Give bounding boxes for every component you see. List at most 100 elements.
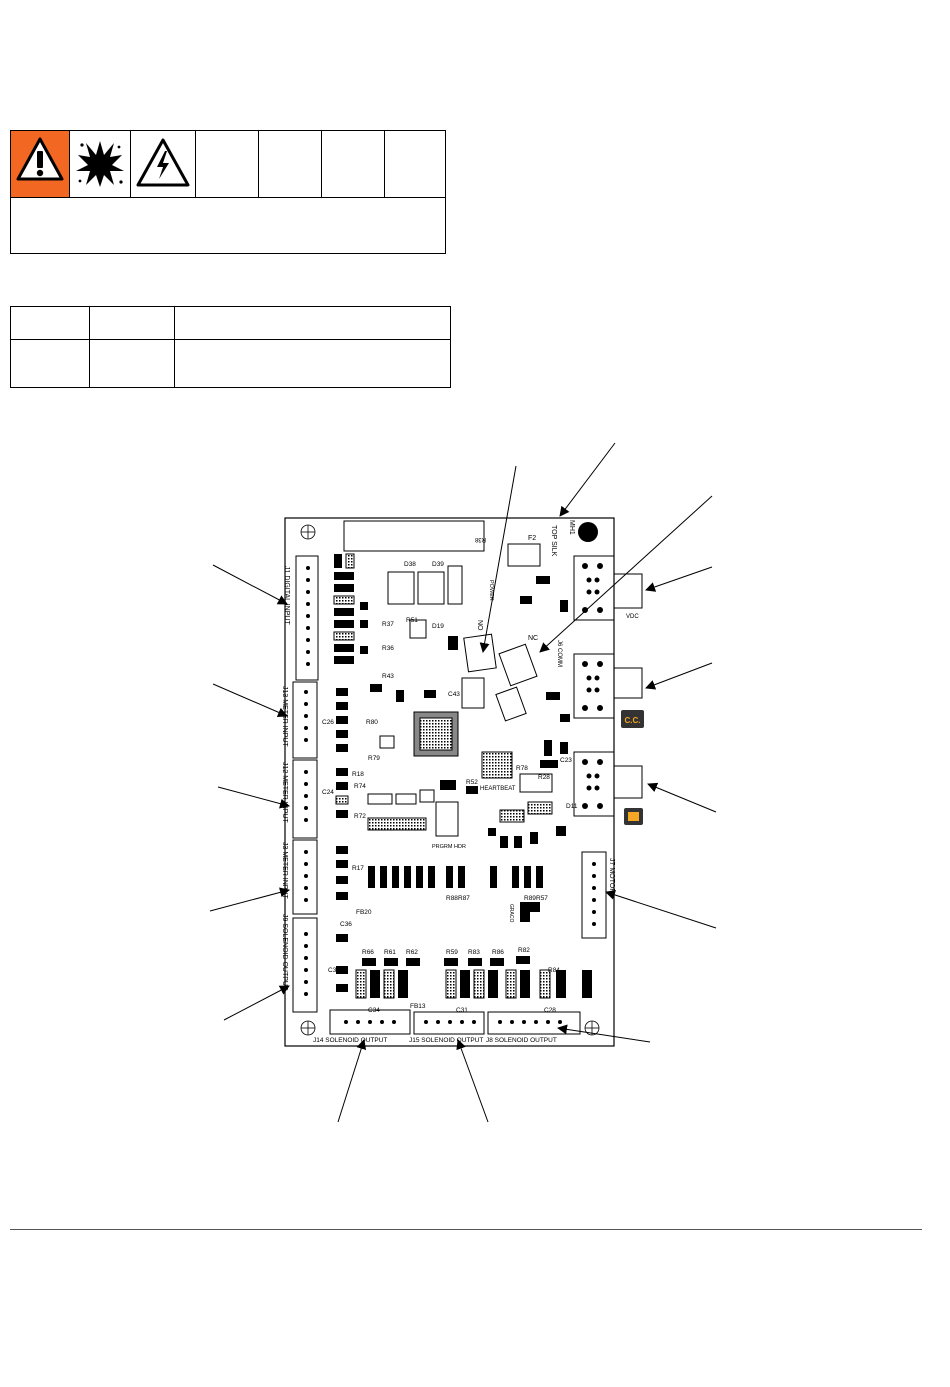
right-terminal-blocks: [573, 555, 643, 817]
designator: R51: [406, 617, 418, 624]
left-connectors: [292, 555, 319, 1013]
designator: C28: [544, 1007, 556, 1014]
vdc-label: VDC: [626, 614, 639, 620]
j6-label: J6 COMM: [556, 640, 562, 667]
designator: R74: [354, 783, 366, 790]
r38-label: R38: [474, 536, 486, 542]
designator: D19: [432, 623, 444, 630]
empty-icon-cell: [322, 131, 385, 197]
microcontroller: [413, 711, 459, 757]
designator: R72: [354, 813, 366, 820]
j8-label: J8 SOLENOID OUTPUT: [486, 1037, 557, 1044]
designator: R89: [524, 895, 536, 902]
relays: [387, 565, 538, 722]
designator: R66: [362, 949, 374, 956]
warning-text-area: [11, 197, 445, 253]
j3-label: J3 METER INPUT: [281, 842, 288, 900]
designator: R52: [466, 779, 478, 786]
callout-relay-no: [479, 465, 517, 653]
warning-table: [10, 130, 446, 254]
bottom-connector-pins: [344, 1020, 562, 1024]
designator: R28: [538, 774, 550, 781]
cc-badge: [621, 710, 644, 728]
fuse-f2: [507, 543, 541, 567]
graco-text: GRACO: [508, 904, 514, 922]
designator: R43: [382, 673, 394, 680]
designator: C24: [322, 789, 334, 796]
graco-logo: GRACO: [508, 902, 540, 922]
f2-label: F2: [528, 535, 536, 542]
prgrm-label: PRGRM HDR: [432, 844, 466, 850]
bottom-connectors: [329, 1009, 581, 1035]
j7-label: J7 MOTOR: [608, 858, 615, 893]
manual-icon: [628, 812, 639, 821]
warning-triangle-icon: [16, 137, 64, 181]
terminal-pins: [582, 563, 603, 809]
electric-shock-icon: [136, 138, 190, 187]
control-board-diagram: MH1 R38 TOP SILK F2 VDC C.C.: [209, 442, 717, 1123]
callout-j1: [212, 564, 288, 605]
designator: D38: [404, 561, 416, 568]
designator: R17: [352, 865, 364, 872]
callout-j8: [557, 1024, 651, 1043]
designator: R87: [458, 895, 470, 902]
cc-badge-text: C.C.: [625, 716, 641, 725]
designator: C34: [368, 1007, 380, 1014]
empty-icon-cell: [196, 131, 259, 197]
explosion-cell: [70, 131, 131, 197]
j14-label: J14 SOLENOID OUTPUT: [313, 1037, 387, 1044]
designator: C43: [448, 691, 460, 698]
footer-rule: [10, 1229, 922, 1230]
designator: R61: [384, 949, 396, 956]
j12-label: J12 METER INPUT: [281, 762, 288, 823]
empty-icon-cell: [385, 131, 447, 197]
callout-j9: [223, 985, 290, 1021]
callout-j13: [212, 683, 288, 718]
top-silk-label: TOP SILK: [550, 525, 557, 557]
j15-label: J15 SOLENOID OUTPUT: [409, 1037, 483, 1044]
designator: R88: [446, 895, 458, 902]
mounting-holes: [300, 524, 600, 1036]
designator: R36: [382, 645, 394, 652]
designator: R86: [492, 949, 504, 956]
connector-pins: [304, 566, 310, 996]
designator: C23: [560, 757, 572, 764]
callout-j14: [337, 1039, 367, 1123]
callout-j15: [456, 1039, 489, 1123]
designator: R59: [446, 949, 458, 956]
designators: R51 R37 R36 R43 R52 R78 R28 R79 R74 R72 …: [322, 561, 578, 1014]
designator: FB20: [356, 909, 372, 916]
no-label: NO: [476, 620, 483, 631]
callout-terminal-1: [645, 566, 713, 592]
heartbeat-label: HEARTBEAT: [480, 786, 516, 792]
j7-pins: [592, 862, 596, 926]
designator: C36: [340, 921, 352, 928]
mh1-hole: [578, 522, 598, 542]
table-divider: [89, 307, 90, 387]
j13-label: J13 METER INPUT: [281, 686, 288, 747]
explosion-icon: [76, 141, 124, 187]
designator: R79: [368, 755, 380, 762]
designator: R84: [548, 967, 560, 974]
electric-shock-cell: [131, 131, 196, 197]
designator: C31: [456, 1007, 468, 1014]
warning-triangle-cell: [11, 131, 70, 197]
designator: R37: [382, 621, 394, 628]
power-label: POWER: [488, 580, 494, 601]
designator: R57: [536, 895, 548, 902]
j9-label: J9 SOLENOID OUTPUT: [281, 914, 288, 991]
designator: C37: [328, 967, 340, 974]
designator: D39: [432, 561, 444, 568]
designator: R62: [406, 949, 418, 956]
info-table: [10, 306, 451, 388]
j1-label: J1 DIGITAL INPUT: [283, 566, 290, 625]
table-divider: [174, 307, 175, 387]
smd-components: [333, 553, 592, 999]
nc-label: NC: [528, 635, 538, 642]
empty-icon-cell: [259, 131, 322, 197]
designator: R83: [468, 949, 480, 956]
callout-j7: [605, 890, 717, 929]
program-header: [435, 801, 459, 837]
callout-leaders: [209, 442, 717, 1123]
designator: R82: [518, 947, 530, 954]
